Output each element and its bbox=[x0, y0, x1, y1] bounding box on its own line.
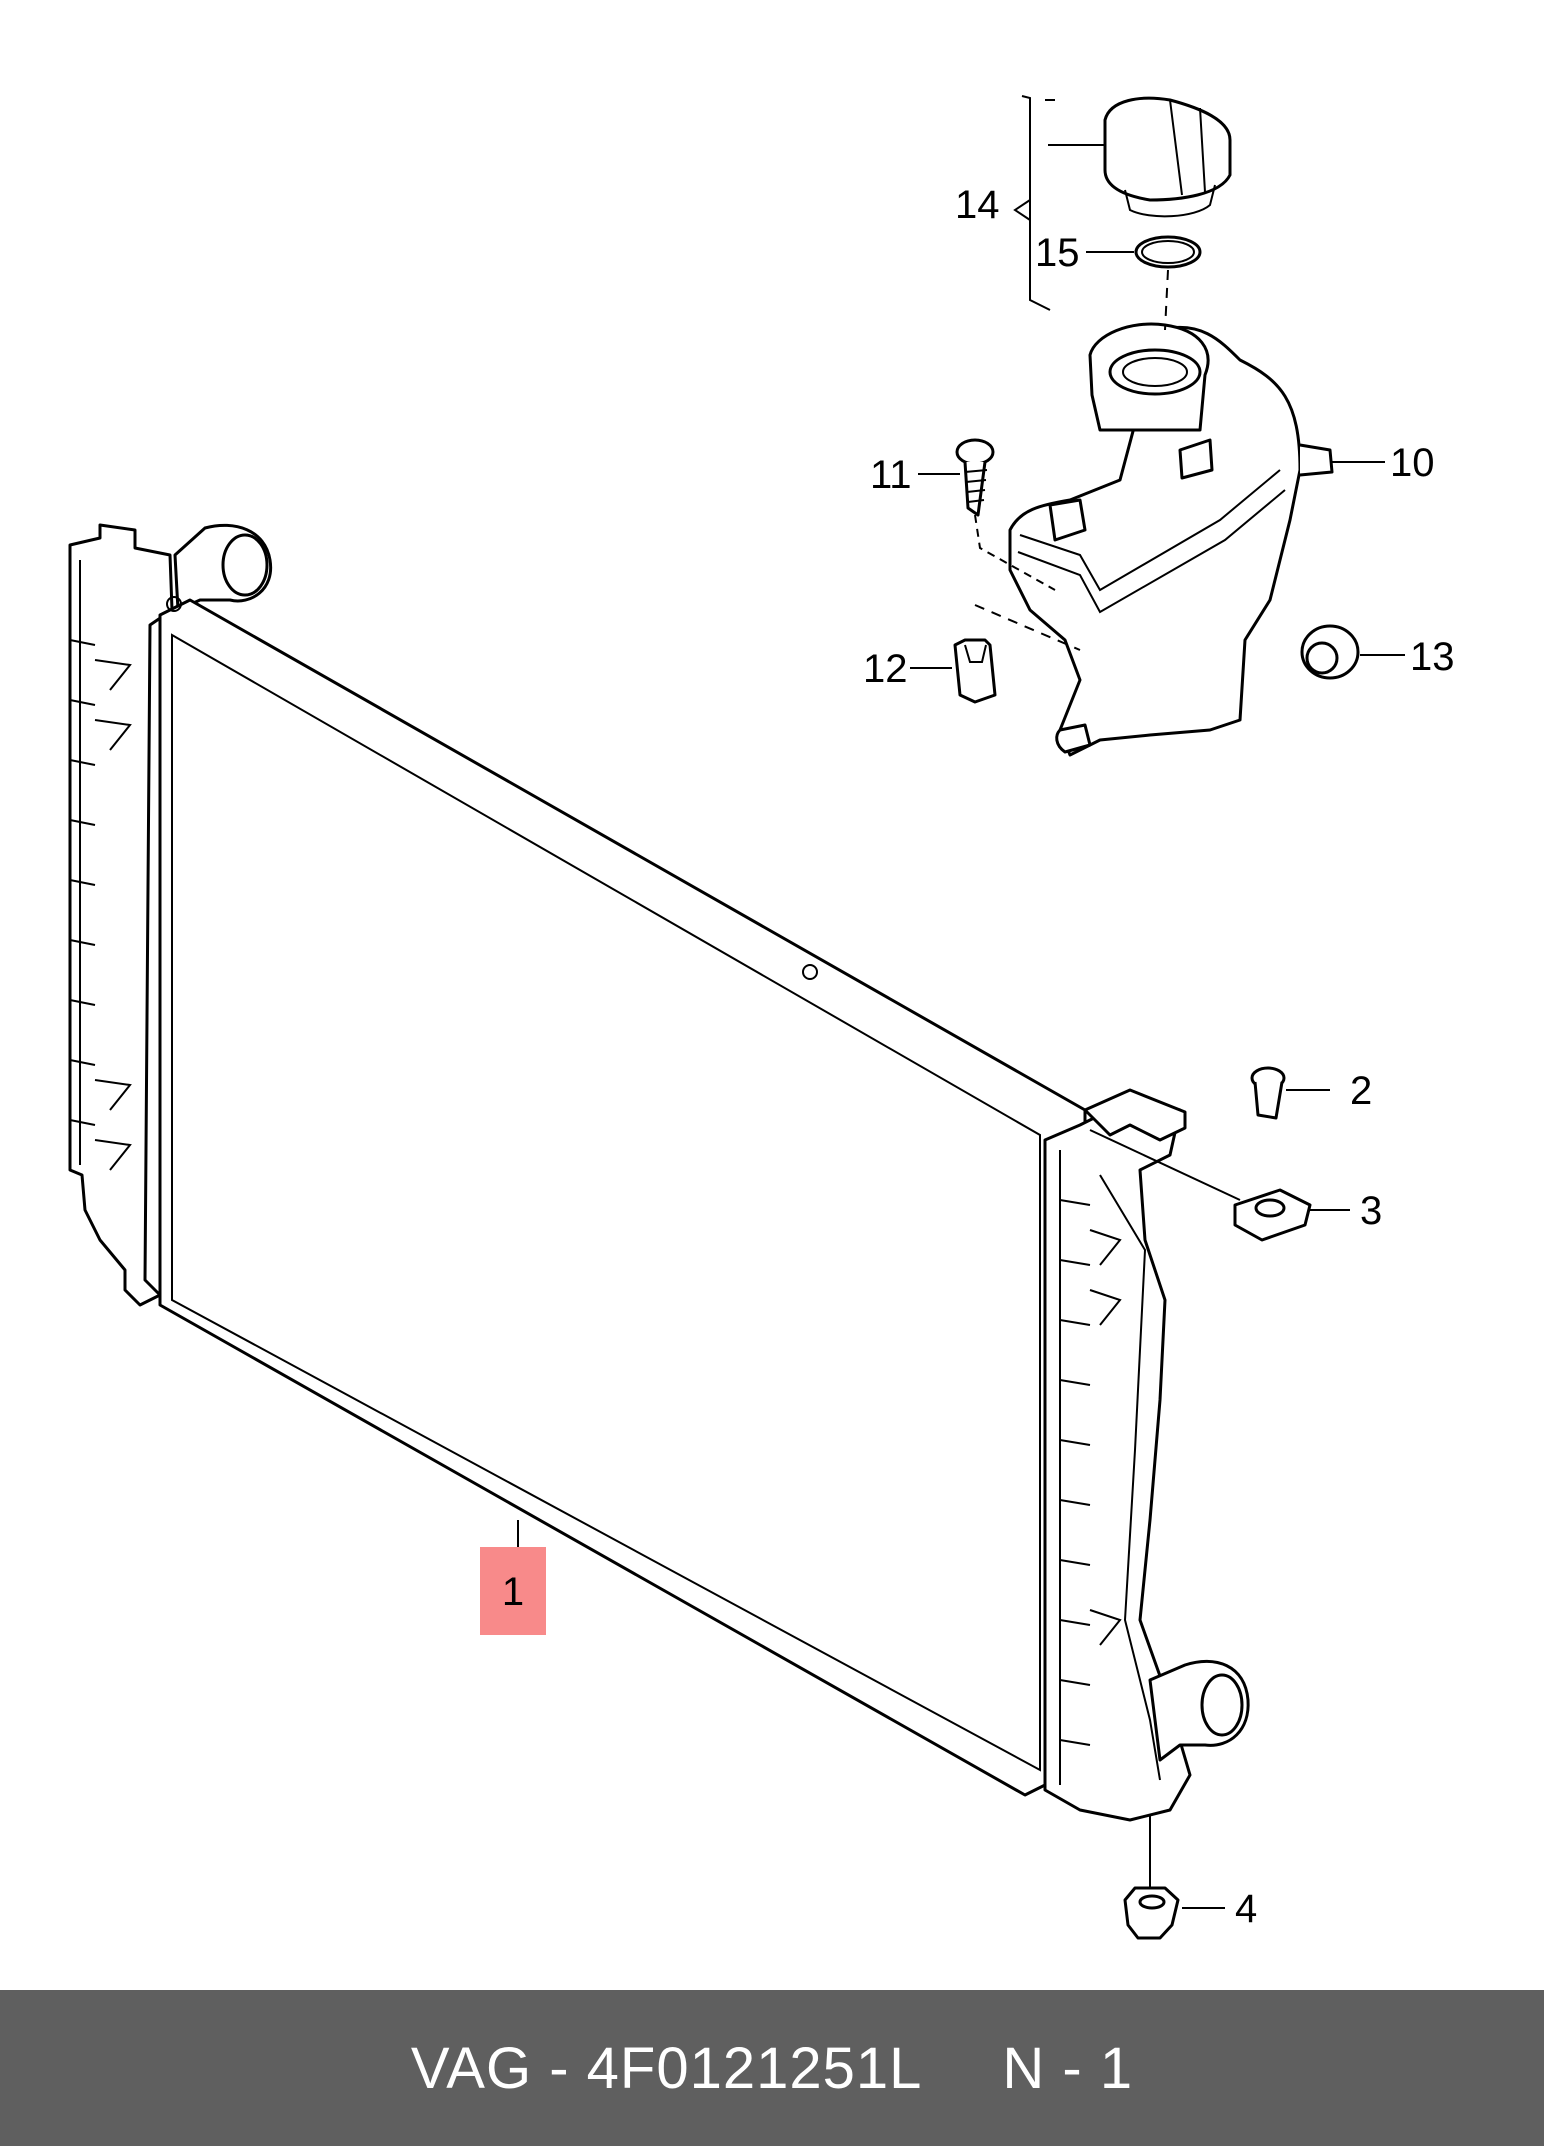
footer-bar: VAG - 4F0121251L N - 1 bbox=[0, 1990, 1544, 2146]
highlight-box bbox=[480, 1547, 546, 1635]
callout-10: 10 bbox=[1390, 441, 1435, 485]
bracket-3 bbox=[1089, 1129, 1350, 1242]
radiator bbox=[68, 523, 1250, 1822]
callout-4: 4 bbox=[1235, 1887, 1257, 1931]
callout-11: 11 bbox=[870, 453, 912, 497]
callout-3: 3 bbox=[1360, 1189, 1382, 1233]
part-number-label: VAG - 4F0121251L bbox=[410, 2035, 923, 2101]
bolt-2 bbox=[1250, 1066, 1330, 1120]
o-ring-15 bbox=[1086, 235, 1202, 331]
grommet-4 bbox=[1123, 1815, 1225, 1940]
radiator-core bbox=[158, 598, 1087, 1797]
callout-15: 15 bbox=[1035, 231, 1080, 275]
callout-13: 13 bbox=[1410, 635, 1455, 679]
grommet-13 bbox=[1300, 624, 1405, 680]
callout-14: 14 bbox=[955, 183, 1000, 227]
radiator-left-tank bbox=[68, 523, 174, 1307]
cap-14 bbox=[1013, 95, 1232, 311]
callout-1: 1 bbox=[502, 1570, 524, 1614]
callout-12: 12 bbox=[863, 647, 908, 691]
quantity-label: N - 1 bbox=[1002, 2035, 1134, 2101]
callout-2: 2 bbox=[1350, 1069, 1372, 1113]
parts-diagram: 1 2 3 4 10 11 12 13 14 15 bbox=[68, 95, 1455, 1940]
expansion-tank-10 bbox=[1008, 322, 1385, 757]
screw-11 bbox=[918, 438, 1056, 591]
clip-12 bbox=[910, 604, 1081, 704]
